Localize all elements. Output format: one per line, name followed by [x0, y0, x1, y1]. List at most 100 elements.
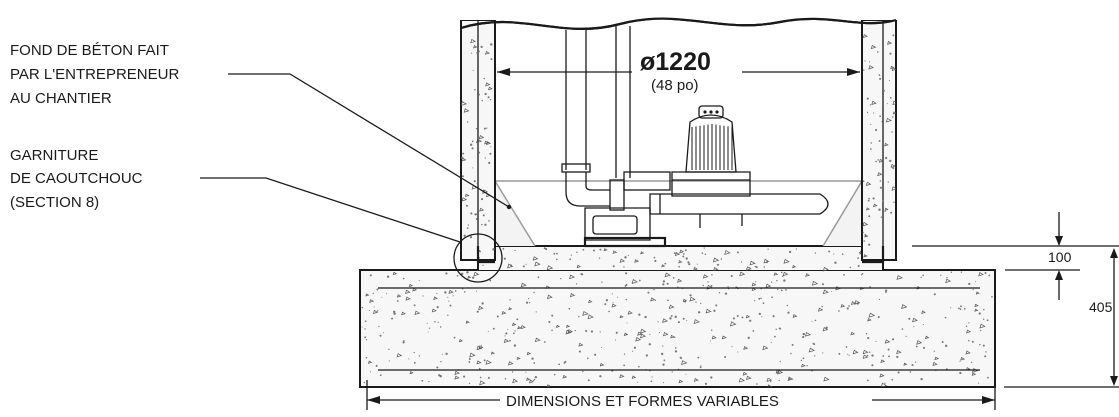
aggregate-dot	[413, 351, 415, 354]
aggregate-dot	[731, 346, 733, 348]
aggregate-dot	[471, 140, 474, 143]
aggregate-mark	[766, 377, 773, 382]
aggregate-mark	[749, 260, 756, 266]
aggregate-dot	[426, 322, 428, 324]
aggregate-dot	[780, 271, 783, 274]
aggregate-mark	[792, 265, 797, 269]
aggregate-dot	[777, 288, 779, 291]
aggregate-mark	[739, 271, 746, 277]
aggregate-dot	[466, 121, 469, 123]
aggregate-mark	[916, 340, 923, 345]
aggregate-dot	[862, 231, 864, 234]
aggregate-mark	[868, 65, 874, 70]
aggregate-dot	[472, 167, 474, 169]
aggregate-dot	[657, 321, 659, 323]
aggregate-mark	[932, 361, 938, 366]
aggregate-dot	[720, 258, 723, 260]
grinder-pump	[565, 105, 829, 248]
aggregate-dot	[514, 249, 516, 252]
motor-fins	[685, 114, 737, 173]
aggregate-dot	[882, 355, 885, 357]
aggregate-mark	[870, 44, 877, 50]
aggregate-dot	[959, 371, 962, 375]
aggregate-dot	[689, 294, 692, 297]
aggregate-dot	[599, 248, 602, 251]
aggregate-dot	[492, 248, 495, 251]
svg-text:(SECTION 8): (SECTION 8)	[10, 194, 99, 211]
aggregate-mark	[782, 271, 789, 277]
aggregate-dot	[683, 253, 685, 255]
aggregate-dot	[376, 310, 379, 312]
aggregate-dot	[632, 350, 634, 352]
slab-height-dimension: 405	[1004, 248, 1119, 388]
aggregate-dot	[848, 305, 850, 307]
aggregate-dot	[490, 146, 492, 148]
slab-width-label: DIMENSIONS ET FORMES VARIABLES	[506, 393, 779, 410]
aggregate-dot	[736, 314, 739, 317]
aggregate-dot	[713, 309, 716, 312]
aggregate-dot	[885, 156, 888, 160]
aggregate-dot	[475, 218, 478, 220]
aggregate-mark	[903, 362, 908, 366]
aggregate-mark	[508, 307, 513, 311]
aggregate-mark	[896, 274, 903, 280]
aggregate-mark	[887, 40, 893, 45]
aggregate-dot	[760, 297, 762, 300]
aggregate-dot	[845, 346, 848, 348]
aggregate-mark	[408, 283, 414, 288]
aggregate-dot	[623, 364, 625, 367]
aggregate-mark	[965, 350, 971, 355]
aggregate-mark	[751, 287, 757, 292]
aggregate-dot	[483, 77, 485, 80]
aggregate-dot	[864, 60, 866, 62]
aggregate-dot	[662, 345, 664, 347]
aggregate-dot	[882, 200, 885, 202]
label-gasket: GARNITURE DE CAOUTCHOUC (SECTION 8)	[10, 147, 461, 243]
aggregate-mark	[534, 261, 541, 267]
aggregate-dot	[654, 259, 657, 263]
aggregate-mark	[877, 172, 883, 177]
aggregate-dot	[873, 112, 875, 114]
aggregate-dot	[905, 335, 907, 337]
aggregate-dot	[427, 331, 429, 333]
aggregate-dot	[843, 274, 845, 276]
aggregate-mark	[520, 325, 526, 330]
aggregate-dot	[575, 283, 578, 285]
aggregate-dot	[788, 377, 791, 381]
aggregate-mark	[392, 271, 398, 276]
aggregate-dot	[378, 325, 380, 328]
aggregate-dot	[879, 186, 882, 189]
aggregate-dot	[388, 360, 390, 362]
aggregate-mark	[775, 370, 781, 374]
aggregate-dot	[762, 302, 765, 304]
aggregate-mark	[912, 317, 918, 323]
aggregate-dot	[975, 280, 977, 282]
aggregate-dot	[582, 248, 585, 251]
aggregate-dot	[474, 88, 476, 91]
aggregate-mark	[479, 207, 485, 212]
aggregate-dot	[834, 261, 837, 264]
aggregate-mark	[971, 372, 977, 376]
aggregate-dot	[879, 115, 882, 118]
aggregate-dot	[707, 281, 709, 283]
aggregate-mark	[868, 312, 876, 318]
aggregate-mark	[516, 356, 521, 360]
aggregate-dot	[627, 254, 629, 257]
aggregate-dot	[421, 379, 424, 382]
aggregate-mark	[867, 318, 872, 322]
aggregate-dot	[710, 329, 713, 331]
aggregate-dot	[653, 288, 655, 291]
aggregate-dot	[896, 355, 899, 359]
aggregate-dot	[983, 318, 985, 320]
svg-text:FOND DE BÉTON FAIT: FOND DE BÉTON FAIT	[10, 42, 169, 59]
aggregate-dot	[730, 274, 733, 278]
aggregate-dot	[980, 329, 982, 332]
aggregate-dot	[860, 274, 863, 276]
aggregate-mark	[805, 273, 811, 277]
aggregate-dot	[578, 315, 580, 318]
aggregate-dot	[511, 371, 514, 373]
aggregate-mark	[851, 301, 857, 305]
aggregate-dot	[564, 360, 567, 363]
aggregate-mark	[668, 304, 675, 310]
aggregate-dot	[848, 354, 850, 356]
